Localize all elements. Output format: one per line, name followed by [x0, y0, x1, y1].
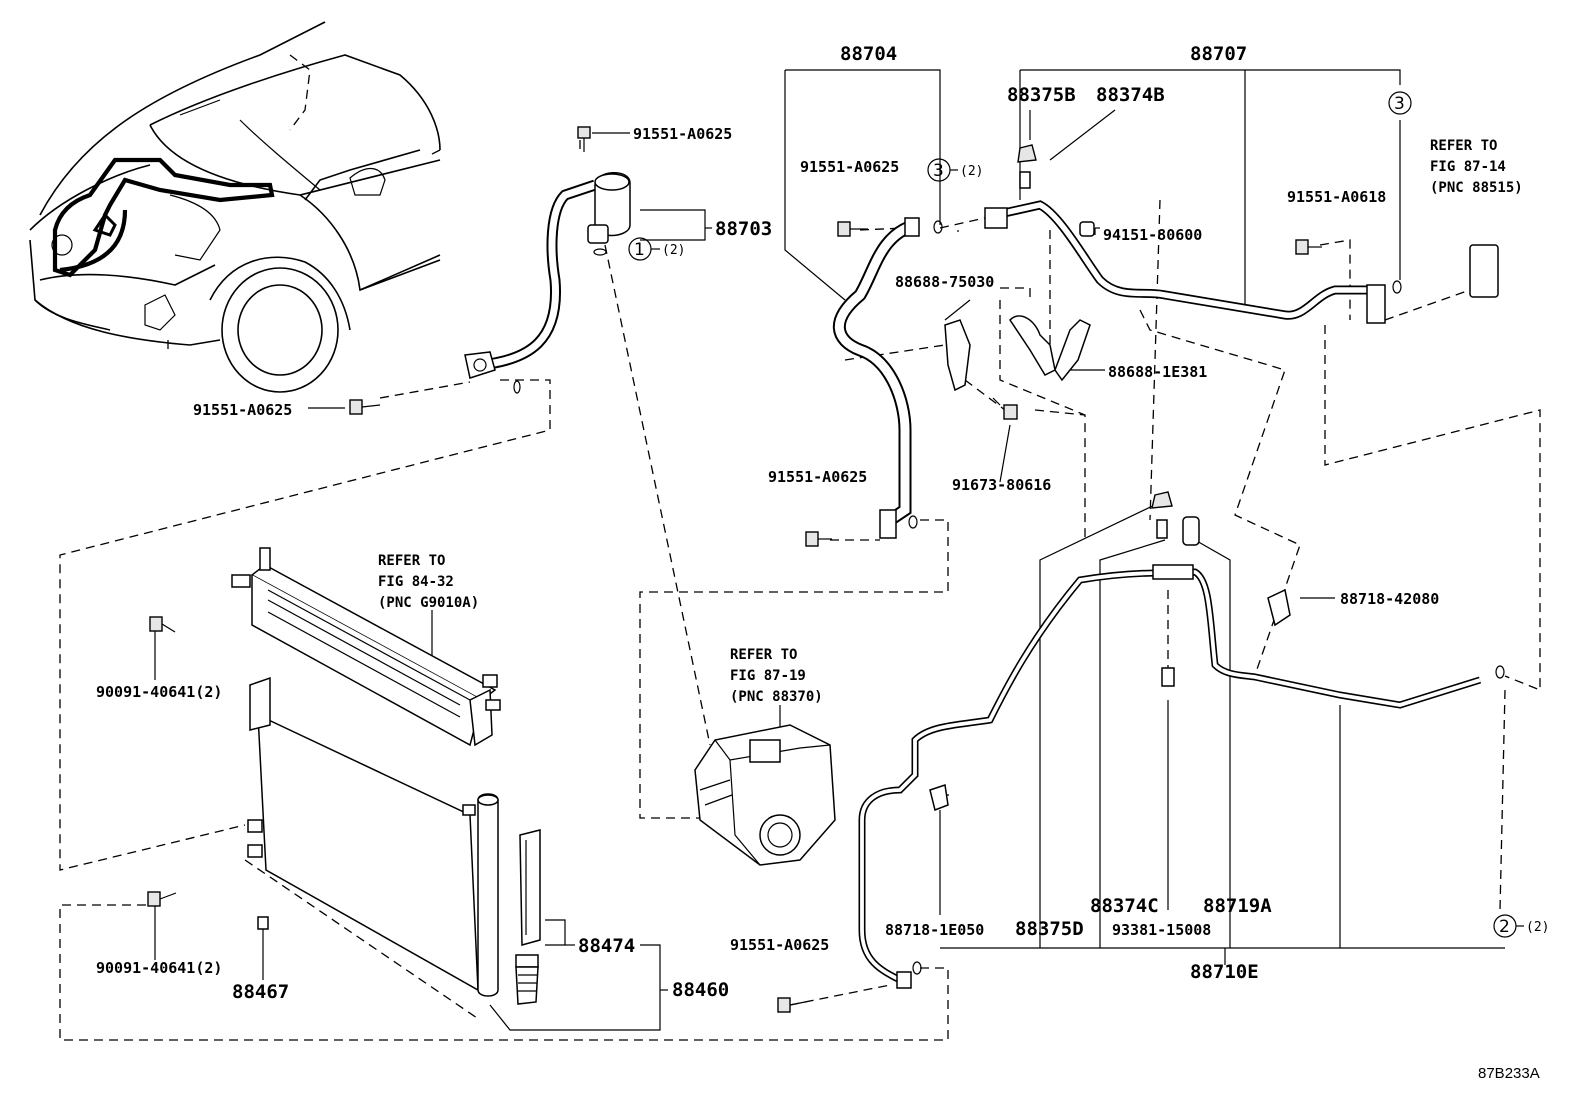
label-90091-40641-bottom: 90091-40641(2) — [96, 959, 222, 977]
ref-a-line2: FIG 87-14 — [1430, 159, 1506, 175]
bolt-91551-d — [349, 399, 381, 415]
hoses-pipes — [479, 179, 1482, 984]
label-88707: 88707 — [1190, 43, 1247, 65]
callout-num-3a: 3 — [933, 161, 944, 181]
label-88703: 88703 — [715, 218, 772, 240]
label-88718-42080: 88718-42080 — [1340, 590, 1439, 608]
fittings — [147, 126, 1505, 1013]
label-91551-A0625-mid: 91551-A0625 — [768, 468, 867, 486]
callout-num-2: 2 — [1499, 917, 1510, 937]
ref-b-line2: FIG 84-32 — [378, 574, 454, 590]
label-88467: 88467 — [232, 981, 289, 1003]
callout-circle-3b — [1388, 91, 1412, 115]
label-88375B: 88375B — [1007, 84, 1076, 106]
callout-qty-3a: (2) — [960, 164, 983, 179]
label-90091-40641-top: 90091-40641(2) — [96, 683, 222, 701]
ref-b-line1: REFER TO — [378, 553, 445, 569]
label-88710E: 88710E — [1190, 961, 1259, 983]
label-88688-1E381: 88688-1E381 — [1108, 363, 1207, 381]
bolt-90091-a — [149, 616, 176, 633]
callout-qty-2: (2) — [1526, 920, 1549, 935]
label-88474: 88474 — [578, 935, 635, 957]
label-91551-A0625-top: 91551-A0625 — [633, 125, 732, 143]
reference-notes: REFER TO FIG 87-14 (PNC 88515) REFER TO … — [378, 138, 1523, 705]
bracket-lines — [154, 69, 1505, 1031]
diagram-code: 87B233A — [1478, 1065, 1540, 1082]
callout-qty-1: (2) — [662, 243, 685, 258]
label-88374B: 88374B — [1096, 84, 1165, 106]
vehicle-front-illustration — [29, 21, 441, 393]
bolt-91551-c — [1295, 239, 1322, 255]
cooler-assembly — [231, 547, 541, 1005]
label-88688-75030: 88688-75030 — [895, 273, 994, 291]
label-88460: 88460 — [672, 979, 729, 1001]
label-91673-80616: 91673-80616 — [952, 476, 1051, 494]
label-88704: 88704 — [840, 43, 897, 65]
ref-a-line3: (PNC 88515) — [1430, 180, 1523, 196]
bolt-91551-f — [777, 997, 806, 1013]
callout-num-3b: 3 — [1394, 94, 1405, 114]
bolt-91551-e — [805, 531, 832, 547]
ref-c-line2: FIG 87-19 — [730, 668, 806, 684]
label-93381-15008: 93381-15008 — [1112, 921, 1211, 939]
bolt-91673 — [992, 397, 1018, 420]
label-91551-A0625-left: 91551-A0625 — [193, 401, 292, 419]
leader-lines — [59, 54, 1541, 1041]
label-88719A: 88719A — [1203, 895, 1272, 917]
label-88374C: 88374C — [1090, 895, 1159, 917]
label-91551-A0618: 91551-A0618 — [1287, 188, 1386, 206]
part-labels: 88704 88707 88375B 88374B 91551-A0625 88… — [96, 43, 1439, 1003]
bolt-91551-a — [577, 126, 591, 152]
callout-num-1: 1 — [634, 240, 645, 260]
ref-c-line1: REFER TO — [730, 647, 797, 663]
callouts: 1 (2) 2 (2) 3 (2) 3 — [628, 91, 1549, 938]
label-91551-A0625-hose: 91551-A0625 — [800, 158, 899, 176]
label-88375D: 88375D — [1015, 918, 1084, 940]
ref-a-line1: REFER TO — [1430, 138, 1497, 154]
ref-b-line3: (PNC G9010A) — [378, 595, 479, 611]
label-94151-80600: 94151-80600 — [1103, 226, 1202, 244]
label-91551-A0625-bottom: 91551-A0625 — [730, 936, 829, 954]
bolt-90091-b — [147, 891, 177, 907]
compressor — [694, 724, 836, 866]
ref-c-line3: (PNC 88370) — [730, 689, 823, 705]
label-88718-1E050: 88718-1E050 — [885, 921, 984, 939]
bolt-91551-b — [837, 221, 868, 237]
